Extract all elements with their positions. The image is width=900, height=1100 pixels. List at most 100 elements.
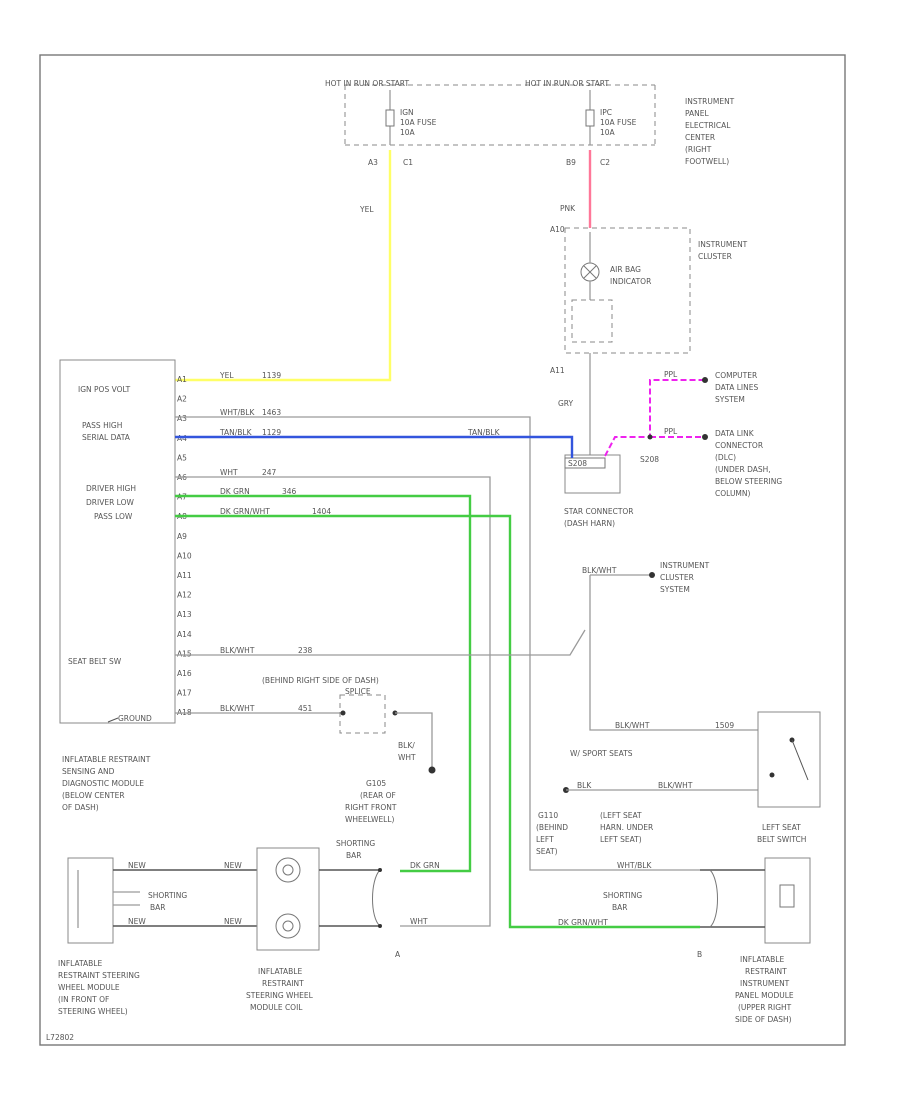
- svg-text:BLK/WHT: BLK/WHT: [582, 566, 617, 575]
- svg-text:WHT: WHT: [220, 468, 238, 477]
- pin-b9: B9: [566, 158, 576, 167]
- sdm-label-ign: IGN POS VOLT: [78, 385, 131, 394]
- sdm-pin: A9: [177, 532, 187, 541]
- wire-gry-label: GRY: [558, 399, 574, 408]
- sdm-label-serial: SERIAL DATA: [82, 433, 131, 442]
- svg-text:(REAR OF: (REAR OF: [360, 791, 396, 800]
- sdm-label-passlow: PASS LOW: [94, 512, 133, 521]
- svg-text:238: 238: [298, 646, 313, 655]
- power-seats-label: W/ SPORT SEATS: [570, 749, 633, 758]
- sdm-label-driverlow: DRIVER LOW: [86, 498, 134, 507]
- svg-text:CONNECTOR: CONNECTOR: [715, 441, 763, 450]
- svg-text:BLK/WHT: BLK/WHT: [658, 781, 693, 790]
- sdm-pin: A12: [177, 591, 192, 600]
- svg-text:INFLATABLE: INFLATABLE: [740, 955, 784, 964]
- ipec-label: INSTRUMENT PANEL ELECTRICAL CENTER (RIGH…: [685, 97, 735, 166]
- svg-text:NEW: NEW: [128, 917, 146, 926]
- svg-text:1404: 1404: [312, 507, 331, 516]
- svg-text:LEFT SEAT: LEFT SEAT: [762, 823, 801, 832]
- svg-text:BAR: BAR: [612, 903, 628, 912]
- svg-text:247: 247: [262, 468, 277, 477]
- svg-text:ELECTRICAL: ELECTRICAL: [685, 121, 731, 130]
- footer-code: L72802: [46, 1033, 74, 1042]
- svg-text:CLUSTER: CLUSTER: [660, 573, 694, 582]
- letter-a: A: [395, 950, 401, 959]
- svg-text:RESTRAINT STEERING: RESTRAINT STEERING: [58, 971, 140, 980]
- svg-text:NEW: NEW: [224, 861, 242, 870]
- ground-splice: (BEHIND RIGHT SIDE OF DASH) SPLICE BLK/ …: [262, 676, 436, 824]
- svg-text:MODULE COIL: MODULE COIL: [250, 1003, 303, 1012]
- wire-a4-blue: [175, 435, 574, 458]
- svg-text:1509: 1509: [715, 721, 734, 730]
- svg-text:OF DASH): OF DASH): [62, 803, 99, 812]
- svg-text:BLK/: BLK/: [398, 741, 415, 750]
- svg-text:NEW: NEW: [224, 917, 242, 926]
- svg-text:TAN/BLK: TAN/BLK: [467, 428, 501, 437]
- svg-text:COMPUTER: COMPUTER: [715, 371, 757, 380]
- svg-text:NEW: NEW: [128, 861, 146, 870]
- svg-text:A10: A10: [550, 225, 565, 234]
- sdm-pin: A4: [177, 434, 187, 443]
- svg-text:G105: G105: [366, 779, 386, 788]
- cluster-label-1: INSTRUMENT: [698, 240, 748, 249]
- svg-text:(DLC): (DLC): [715, 453, 736, 462]
- fuse-right-line-1: IPC: [600, 108, 612, 117]
- svg-text:STEERING WHEEL): STEERING WHEEL): [58, 1007, 128, 1016]
- svg-text:S208: S208: [568, 459, 587, 468]
- sdm-label-seatbelt: SEAT BELT SW: [68, 657, 122, 666]
- hot-in-run-left: HOT IN RUN OR START: [325, 79, 409, 88]
- fuse-left-line-3: 10A: [400, 128, 416, 137]
- pin-a3: A3: [368, 158, 378, 167]
- svg-text:COLUMN): COLUMN): [715, 489, 751, 498]
- sdm-label-passhigh: PASS HIGH: [82, 421, 122, 430]
- svg-text:INSTRUMENT: INSTRUMENT: [660, 561, 710, 570]
- svg-text:SHORTING: SHORTING: [336, 839, 375, 848]
- wire-a7-green: [175, 494, 472, 873]
- sdm-pin: A2: [177, 395, 187, 404]
- svg-text:WHT: WHT: [398, 753, 416, 762]
- svg-text:SHORTING: SHORTING: [148, 891, 187, 900]
- svg-text:DK GRN/WHT: DK GRN/WHT: [558, 918, 608, 927]
- pin-a11: A11: [550, 366, 565, 375]
- sdm-pin: A17: [177, 689, 192, 698]
- diagram-frame: [39, 54, 846, 1046]
- fuse-left-icon: [385, 109, 395, 127]
- svg-text:HARN. UNDER: HARN. UNDER: [600, 823, 653, 832]
- svg-text:WHT: WHT: [410, 917, 428, 926]
- sdm-pin: A3: [177, 414, 187, 423]
- svg-text:STAR CONNECTOR: STAR CONNECTOR: [564, 507, 634, 516]
- svg-text:1129: 1129: [262, 428, 281, 437]
- ip-module: WHT/BLK DK GRN/WHT SHORTING BAR B INFLAT…: [558, 857, 811, 1024]
- sdm-ground-label: GROUND: [118, 714, 152, 723]
- sdm-label-driverhigh: DRIVER HIGH: [86, 484, 136, 493]
- svg-text:PANEL MODULE: PANEL MODULE: [735, 991, 794, 1000]
- fuse-right-line-3: 10A: [600, 128, 616, 137]
- svg-text:DK GRN/WHT: DK GRN/WHT: [220, 507, 270, 516]
- svg-text:DK GRN: DK GRN: [220, 487, 250, 496]
- svg-text:STEERING WHEEL: STEERING WHEEL: [246, 991, 314, 1000]
- connector-c2: C2: [600, 158, 610, 167]
- svg-text:SYSTEM: SYSTEM: [660, 585, 690, 594]
- fuse-right-line-2: 10A FUSE: [600, 118, 637, 127]
- coil-module: INFLATABLE RESTRAINT STEERING WHEEL MODU…: [246, 847, 380, 1012]
- svg-text:CENTER: CENTER: [685, 133, 715, 142]
- star-connector: S208 S208 STAR CONNECTOR (DASH HARN): [564, 454, 659, 528]
- wire-a3: [175, 416, 700, 871]
- svg-text:RESTRAINT: RESTRAINT: [745, 967, 787, 976]
- svg-text:SENSING AND: SENSING AND: [62, 767, 115, 776]
- sdm-pin-list: A1A2A3A4A5A6A7A8A9A10A11A12A13A14A15A16A…: [177, 375, 192, 717]
- a1-circuit: 1139: [262, 371, 281, 380]
- svg-text:SYSTEM: SYSTEM: [715, 395, 745, 404]
- sdm-module: A1A2A3A4A5A6A7A8A9A10A11A12A13A14A15A16A…: [59, 359, 192, 724]
- svg-text:(LEFT SEAT: (LEFT SEAT: [600, 811, 642, 820]
- sdm-pin: A15: [177, 649, 192, 658]
- svg-text:INSTRUMENT: INSTRUMENT: [685, 97, 735, 106]
- svg-text:(UPPER RIGHT: (UPPER RIGHT: [738, 1003, 792, 1012]
- svg-text:451: 451: [298, 704, 313, 713]
- svg-text:1463: 1463: [262, 408, 281, 417]
- svg-text:WHEELWELL): WHEELWELL): [345, 815, 395, 824]
- wire-pnk-label: PNK: [560, 204, 576, 213]
- instrument-cluster: A10 INSTRUMENT CLUSTER AIR BAG INDICATOR: [550, 225, 748, 354]
- dlc-label: DATA LINK CONNECTOR (DLC) (UNDER DASH, B…: [715, 429, 782, 498]
- svg-text:BAR: BAR: [346, 851, 362, 860]
